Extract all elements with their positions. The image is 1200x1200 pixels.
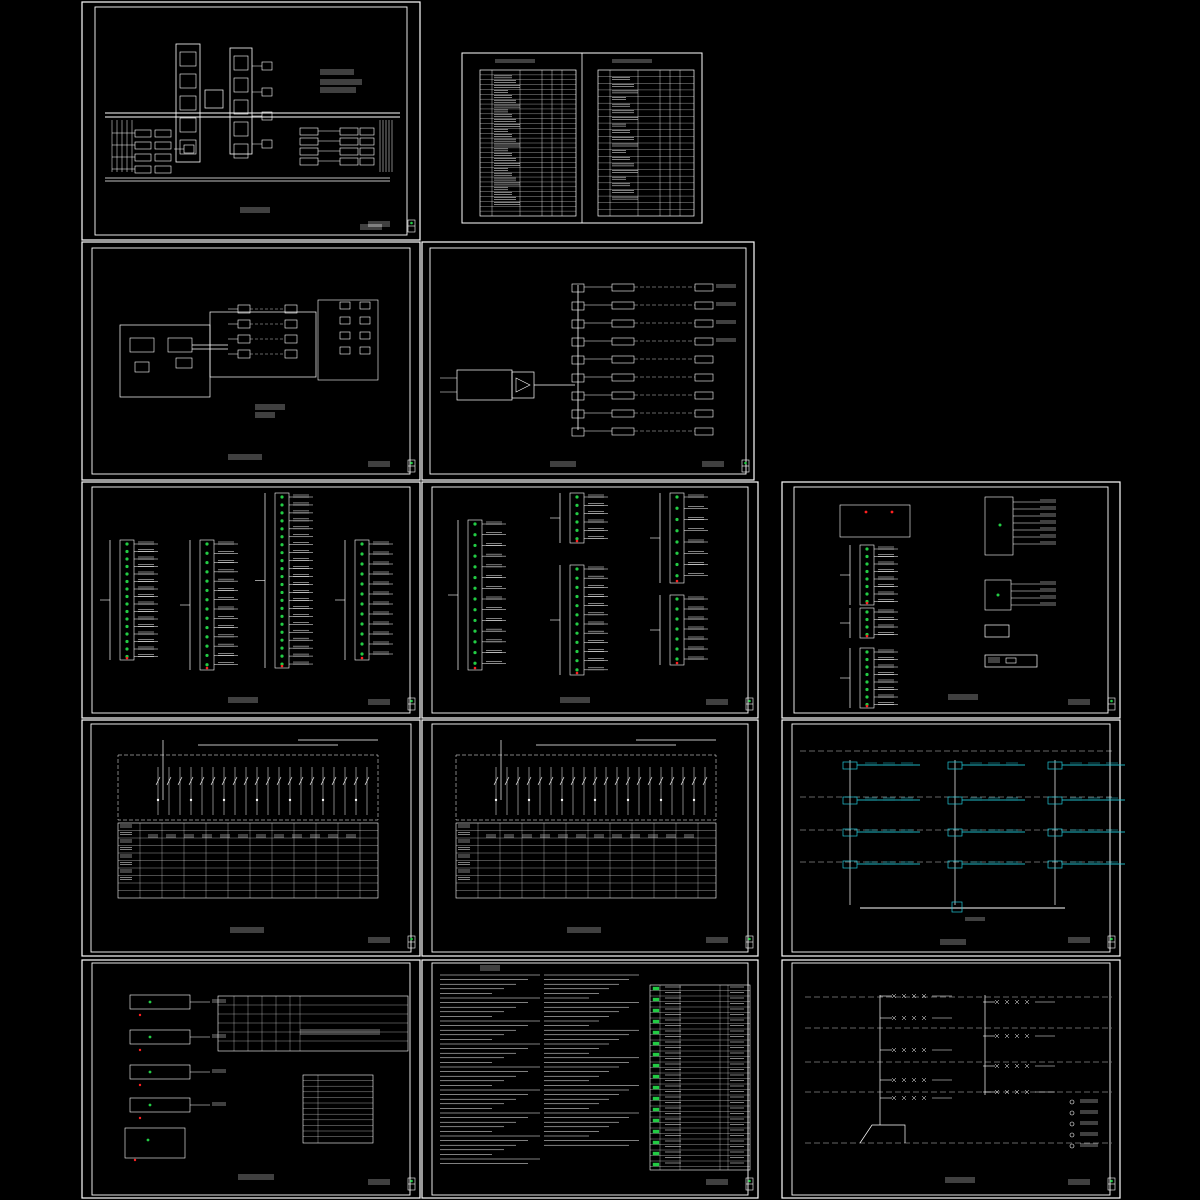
drawing-sheet-1: [81, 1, 421, 241]
drawing-sheet-7: [781, 481, 1121, 719]
drawing-sheet-5: [81, 481, 421, 719]
drawing-sheet-6: [421, 481, 759, 719]
drawing-sheet-2: [461, 52, 703, 224]
drawing-sheet-9: [421, 719, 759, 957]
drawing-sheet-4: [421, 241, 755, 481]
drawing-sheet-3: [81, 241, 421, 481]
drawing-sheet-11: [81, 959, 421, 1199]
drawing-sheet-8: [81, 719, 421, 957]
drawing-sheet-10: [781, 719, 1125, 957]
drawing-sheet-12: [421, 959, 759, 1199]
drawing-sheet-13: [781, 959, 1121, 1199]
